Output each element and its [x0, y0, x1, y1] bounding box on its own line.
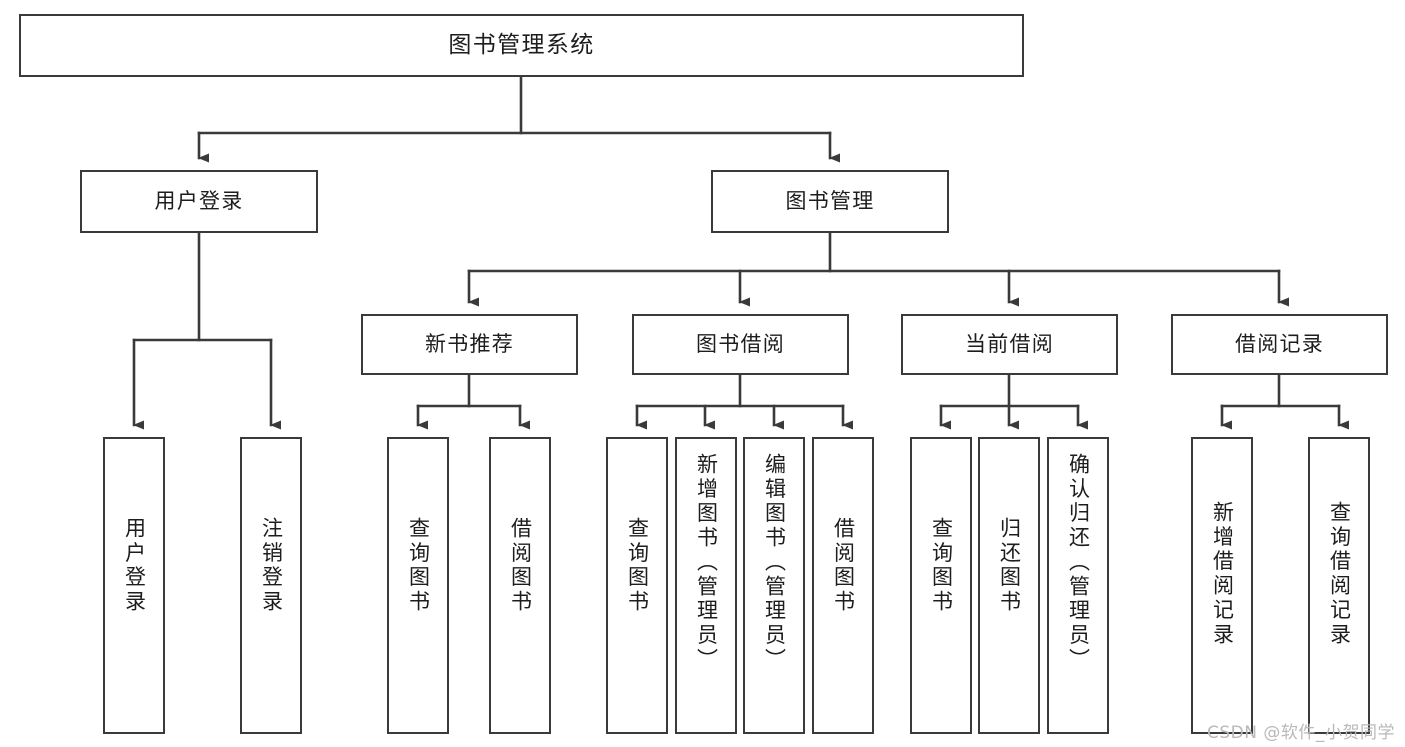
node-leaf-query-book-3[interactable]: 查询图书 — [910, 437, 972, 734]
node-leaf-confirm-return[interactable]: 确认归还（管理员） — [1047, 437, 1109, 734]
node-book-manage-label: 图书管理 — [785, 188, 875, 213]
node-book-manage[interactable]: 图书管理 — [711, 170, 949, 233]
node-leaf-add-record[interactable]: 新增借阅记录 — [1191, 437, 1253, 734]
node-leaf-query-book-1-label: 查询图书 — [406, 517, 431, 615]
node-leaf-query-record[interactable]: 查询借阅记录 — [1308, 437, 1370, 734]
node-new-book-recommend[interactable]: 新书推荐 — [361, 314, 578, 375]
node-leaf-edit-book[interactable]: 编辑图书（管理员） — [743, 437, 805, 734]
node-leaf-borrow-book-2[interactable]: 借阅图书 — [812, 437, 874, 734]
node-leaf-query-book-1[interactable]: 查询图书 — [387, 437, 449, 734]
node-leaf-logout[interactable]: 注销登录 — [240, 437, 302, 734]
node-root[interactable]: 图书管理系统 — [19, 14, 1024, 77]
node-leaf-borrow-book-1-label: 借阅图书 — [508, 517, 533, 615]
node-borrow-record[interactable]: 借阅记录 — [1171, 314, 1388, 375]
node-leaf-add-book-label: 新增图书（管理员） — [694, 453, 719, 673]
node-new-book-recommend-label: 新书推荐 — [424, 331, 515, 356]
node-leaf-add-book[interactable]: 新增图书（管理员） — [675, 437, 737, 734]
node-leaf-borrow-book-1[interactable]: 借阅图书 — [489, 437, 551, 734]
node-leaf-query-record-label: 查询借阅记录 — [1327, 501, 1352, 648]
node-leaf-user-login-label: 用户登录 — [122, 517, 147, 615]
node-book-borrow[interactable]: 图书借阅 — [632, 314, 849, 375]
node-leaf-return-book-label: 归还图书 — [997, 517, 1022, 615]
node-leaf-add-record-label: 新增借阅记录 — [1210, 501, 1235, 648]
node-user-login[interactable]: 用户登录 — [80, 170, 318, 233]
node-user-login-label: 用户登录 — [154, 188, 244, 213]
node-leaf-logout-label: 注销登录 — [259, 517, 284, 615]
node-leaf-edit-book-label: 编辑图书（管理员） — [762, 453, 787, 673]
node-book-borrow-label: 图书借阅 — [695, 331, 786, 356]
node-current-borrow[interactable]: 当前借阅 — [901, 314, 1118, 375]
node-borrow-record-label: 借阅记录 — [1234, 331, 1325, 356]
node-leaf-return-book[interactable]: 归还图书 — [978, 437, 1040, 734]
node-current-borrow-label: 当前借阅 — [964, 331, 1055, 356]
node-leaf-confirm-return-label: 确认归还（管理员） — [1066, 453, 1091, 673]
node-leaf-query-book-2[interactable]: 查询图书 — [606, 437, 668, 734]
node-leaf-query-book-3-label: 查询图书 — [929, 517, 954, 615]
csdn-watermark: CSDN @软件_小贺同学 — [1206, 723, 1395, 743]
node-leaf-borrow-book-2-label: 借阅图书 — [831, 517, 856, 615]
node-leaf-query-book-2-label: 查询图书 — [625, 517, 650, 615]
node-leaf-user-login[interactable]: 用户登录 — [103, 437, 165, 734]
node-root-label: 图书管理系统 — [448, 31, 595, 58]
